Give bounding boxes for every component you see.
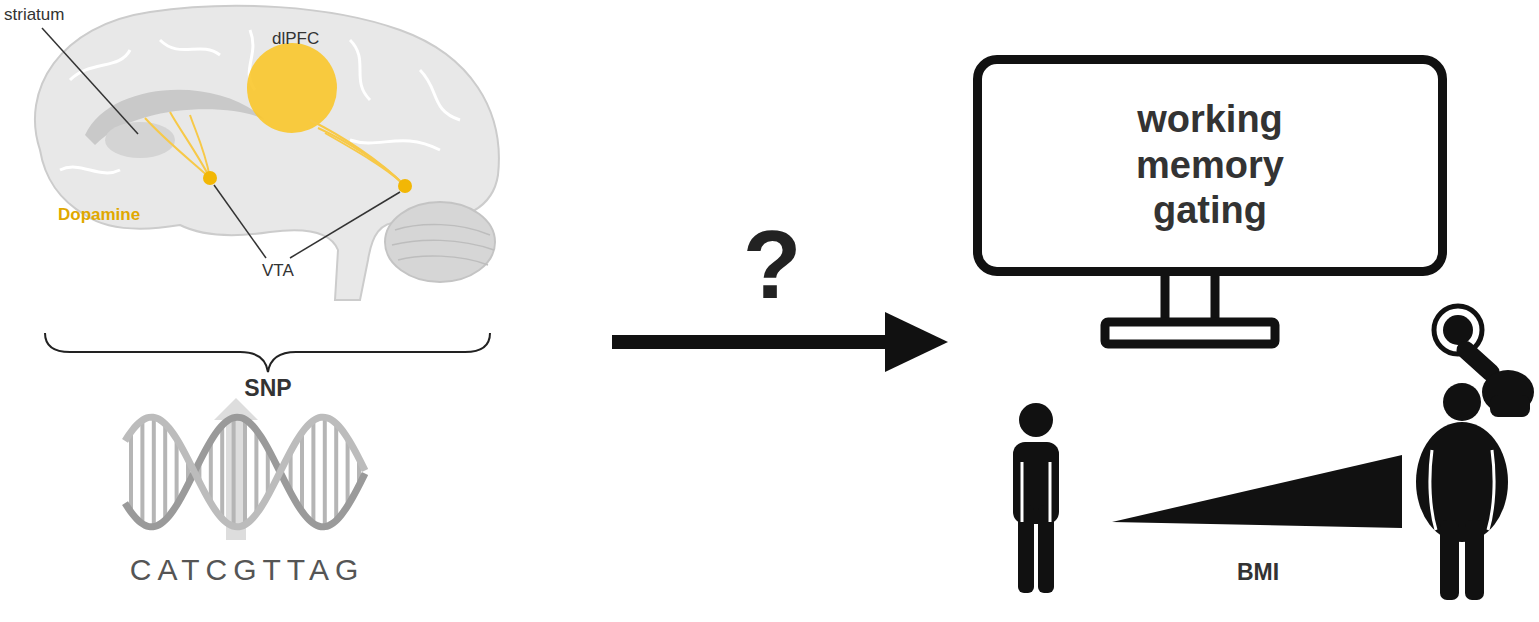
cerebellum-folia: [392, 225, 494, 265]
dna-strand: [125, 417, 365, 527]
cerebellum: [385, 202, 495, 282]
wide-person: [1416, 383, 1508, 600]
question-mark: ?: [743, 212, 802, 318]
region-label: VTA: [262, 262, 294, 281]
dna-rung: [300, 432, 304, 511]
dna-rung: [346, 438, 350, 506]
dopamine-pathways: [145, 112, 405, 186]
dna-rung: [129, 432, 133, 512]
leader-lines: [42, 28, 400, 258]
dna-rung: [232, 417, 236, 526]
dna-rung: [152, 417, 156, 527]
vta-dot: [203, 171, 217, 185]
striatum-shape: [105, 122, 175, 158]
snp-label: SNP: [244, 376, 291, 401]
bmi-label: BMI: [1237, 560, 1279, 585]
gyri: [60, 30, 460, 173]
region-label: dlPFC: [272, 30, 319, 49]
dna-rung: [311, 420, 315, 523]
dlpfc-region: [247, 43, 337, 133]
dna-strand: [125, 417, 365, 527]
dna-helix: [125, 398, 365, 540]
brain-outline: [35, 6, 499, 300]
brain-illustration: [35, 6, 499, 300]
vta-dot: [398, 179, 412, 193]
monitor-screen: working memory gating: [973, 55, 1447, 276]
dna-rung: [220, 425, 224, 519]
bmi-wedge: [1112, 455, 1402, 528]
neurotransmitter-label: Dopamine: [58, 206, 140, 225]
dna-rung: [175, 439, 179, 506]
dna-rung: [334, 423, 338, 520]
dna-sequence: CATCGTTAG: [130, 553, 365, 586]
dna-rung: [163, 424, 167, 520]
dna-rung: [254, 430, 258, 514]
big-arrow: [612, 312, 948, 372]
node-label: working memory gating: [1100, 97, 1320, 234]
curly-brace: [45, 333, 490, 372]
dna-rung: [140, 420, 144, 524]
dna-rung: [323, 417, 327, 527]
thin-person: [1013, 403, 1059, 593]
region-label: striatum: [4, 6, 64, 25]
dna-rung: [243, 419, 247, 525]
monitor-stand: [1105, 276, 1275, 344]
